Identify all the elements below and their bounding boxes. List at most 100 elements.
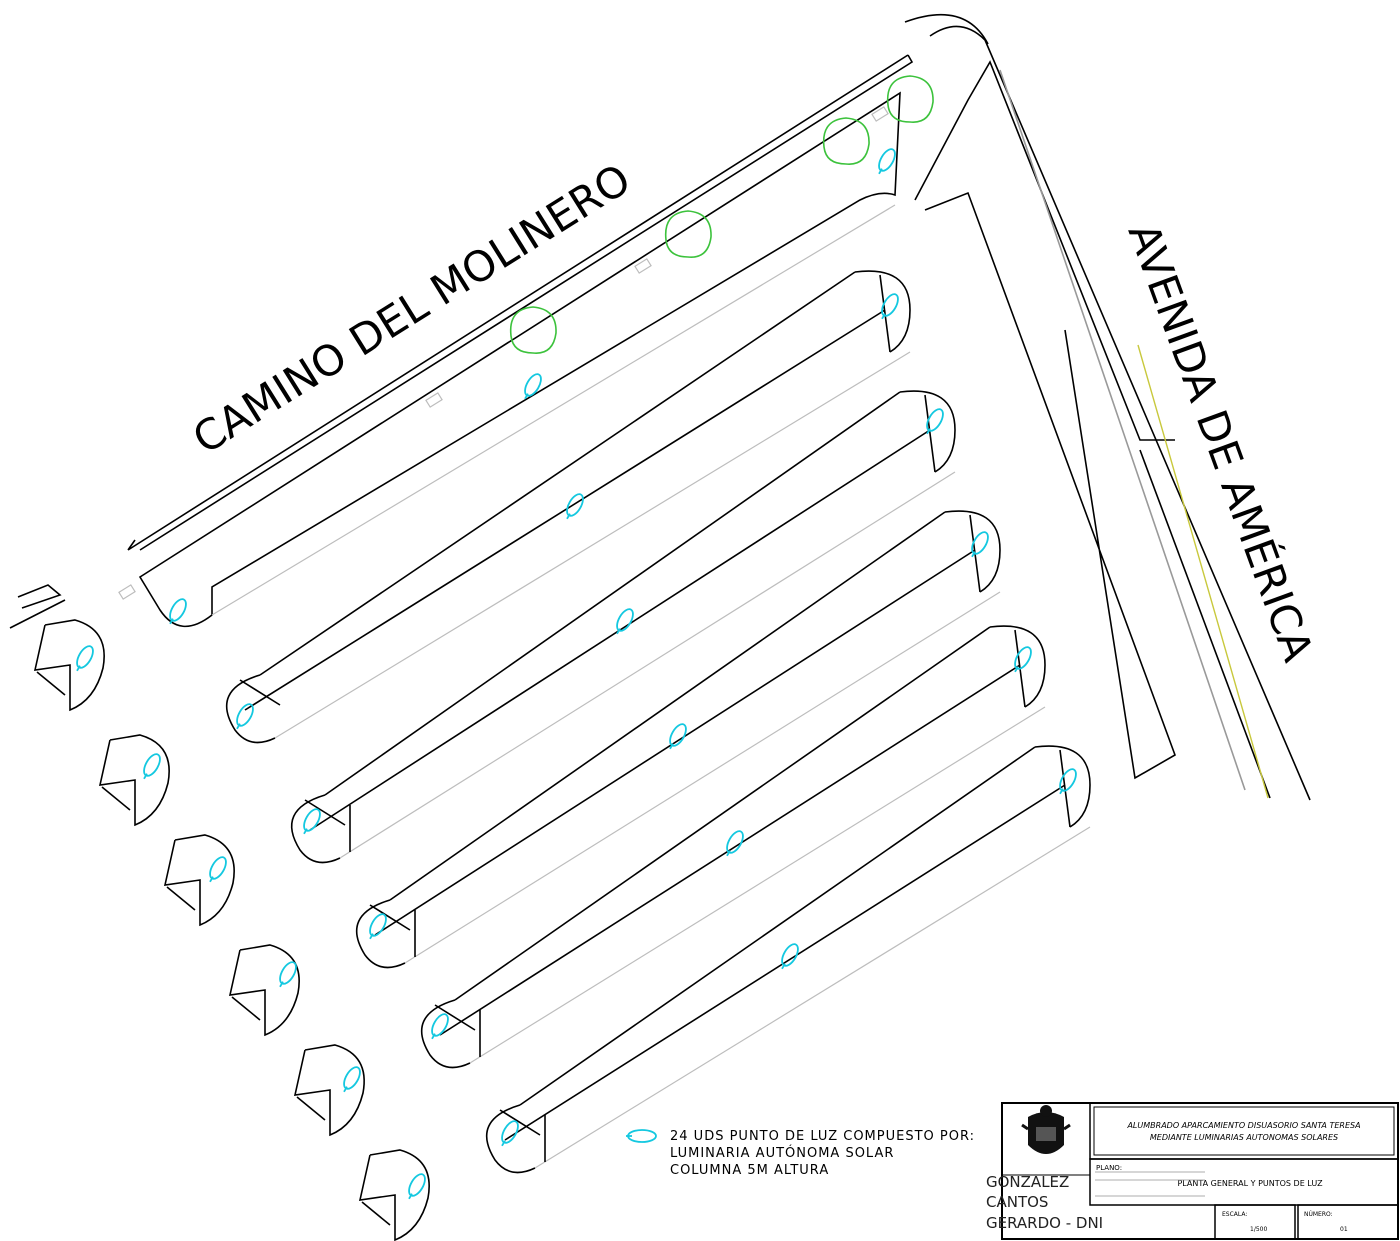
aisle-divider [439, 664, 1021, 1036]
road-markers [118, 106, 889, 600]
west-bay-edge [231, 996, 261, 1021]
luminaire-icon [781, 943, 799, 970]
luminaire-arm [169, 618, 174, 625]
aisle-cap-east-vert [1059, 749, 1071, 828]
luminaire-arm [209, 876, 214, 883]
luminaire-arm [143, 773, 148, 780]
luminaire-arm [616, 628, 621, 635]
luminaire-icon [566, 493, 584, 520]
plano-title: PLANTA GENERAL Y PUNTOS DE LUZ [1177, 1179, 1323, 1188]
aisle-edge-lower [404, 591, 1001, 964]
tree-icon [822, 117, 870, 165]
luminaire-icon [169, 598, 187, 625]
aisle-cap-west-diag [499, 1109, 541, 1136]
luminaire-body [76, 645, 94, 669]
aisle-edge-upper [519, 746, 1036, 1106]
legend-line-3: COLUMNA 5M ALTURA [670, 1163, 829, 1178]
aisle-cap-east [899, 390, 956, 473]
west-bay [33, 619, 105, 712]
aisle-edge-lower [469, 706, 1046, 1064]
west-bay-edge [296, 1096, 326, 1121]
luminaire-body [878, 148, 896, 172]
luminaire-icon [209, 856, 227, 883]
street-label-camino: CAMINO DEL MOLINERO [184, 154, 639, 463]
legend-luminaire-icon [626, 1129, 657, 1143]
parking-aisle [420, 625, 1046, 1069]
parking-aisle [355, 510, 1001, 969]
luminaire-arm [971, 551, 976, 558]
luminaire-body [616, 608, 634, 632]
luminaire-icon [669, 723, 687, 750]
luminaire-icon [501, 1120, 519, 1147]
aisle-cap-east [854, 270, 911, 353]
luminaire-body [236, 703, 254, 727]
signature-line-2: CANTOS [986, 1193, 1048, 1211]
luminaire-arm [408, 1193, 413, 1200]
aisle-cap-east-vert [924, 394, 936, 473]
aisle-edge-upper [389, 511, 946, 901]
luminaire-icon [971, 531, 989, 558]
luminaire-body [209, 856, 227, 880]
luminaire-arm [76, 665, 81, 672]
luminaires [76, 148, 1077, 1200]
luminaire-arm [669, 743, 674, 750]
luminaire-arm [926, 428, 931, 435]
tree-icon [664, 210, 712, 258]
luminaire-icon [143, 753, 161, 780]
luminaire-body [1059, 768, 1077, 792]
aisle-divider [244, 309, 886, 711]
aisle-divider [374, 549, 976, 936]
aisle-edge-upper [259, 271, 856, 676]
luminaire-arm [524, 393, 529, 400]
luminaire-icon [343, 1066, 361, 1093]
project-title-line-2: MEDIANTE LUMINARIAS AUTONOMAS SOLARES [1150, 1133, 1338, 1142]
luminaire-icon [431, 1013, 449, 1040]
luminaire-body [369, 913, 387, 937]
luminaire-body [143, 753, 161, 777]
parking-aisle [225, 270, 911, 744]
signature-stamp [1095, 1171, 1205, 1197]
luminaire-arm [369, 933, 374, 940]
avenida-road-edges [914, 60, 1271, 799]
title-block: ALUMBRADO APARCAMIENTO DISUASORIO SANTA … [1001, 1102, 1399, 1240]
aisle-edge-lower [274, 351, 911, 739]
legend: 24 UDS PUNTO DE LUZ COMPUESTO POR: LUMIN… [626, 1129, 974, 1178]
luminaire-body [1014, 646, 1032, 670]
luminaire-body [408, 1173, 426, 1197]
luminaire-arm [1059, 788, 1064, 795]
luminaire-arm [881, 313, 886, 320]
west-bay [293, 1044, 365, 1137]
west-bays [9, 584, 430, 1241]
aisle-cap-east [989, 625, 1046, 708]
tree-icon [509, 306, 557, 354]
aisle-edge-upper [324, 391, 901, 796]
aisle-cap-west [225, 674, 276, 744]
west-bay [228, 944, 300, 1037]
numero-value: 01 [1340, 1226, 1348, 1233]
luminaire-icon [76, 645, 94, 672]
west-bay [98, 734, 170, 827]
parking-aisle [485, 745, 1091, 1174]
parking-aisles [225, 270, 1091, 1174]
signature-line-3: GERARDO - DNI [986, 1214, 1103, 1232]
luminaire-arm [343, 1086, 348, 1093]
aisle-cap-west [355, 899, 406, 969]
luminaire-icon [408, 1173, 426, 1200]
camino-road-edges [127, 13, 1311, 801]
aisle-divider [504, 784, 1066, 1141]
luminaire-arm [431, 1033, 436, 1040]
luminaire-arm [566, 513, 571, 520]
luminaire-icon [726, 830, 744, 857]
aisle-edge-lower [534, 826, 1091, 1169]
west-bay-edge [361, 1201, 391, 1226]
aisle-cap-east [1034, 745, 1091, 828]
luminaire-icon [524, 373, 542, 400]
aisle-cap-west [420, 999, 471, 1069]
luminaire-icon [878, 148, 896, 175]
luminaire-icon [881, 293, 899, 320]
luminaire-arm [501, 1140, 506, 1147]
west-bay [358, 1149, 430, 1241]
aisle-cap-west-diag [304, 799, 346, 826]
west-bay-edge [166, 886, 196, 911]
